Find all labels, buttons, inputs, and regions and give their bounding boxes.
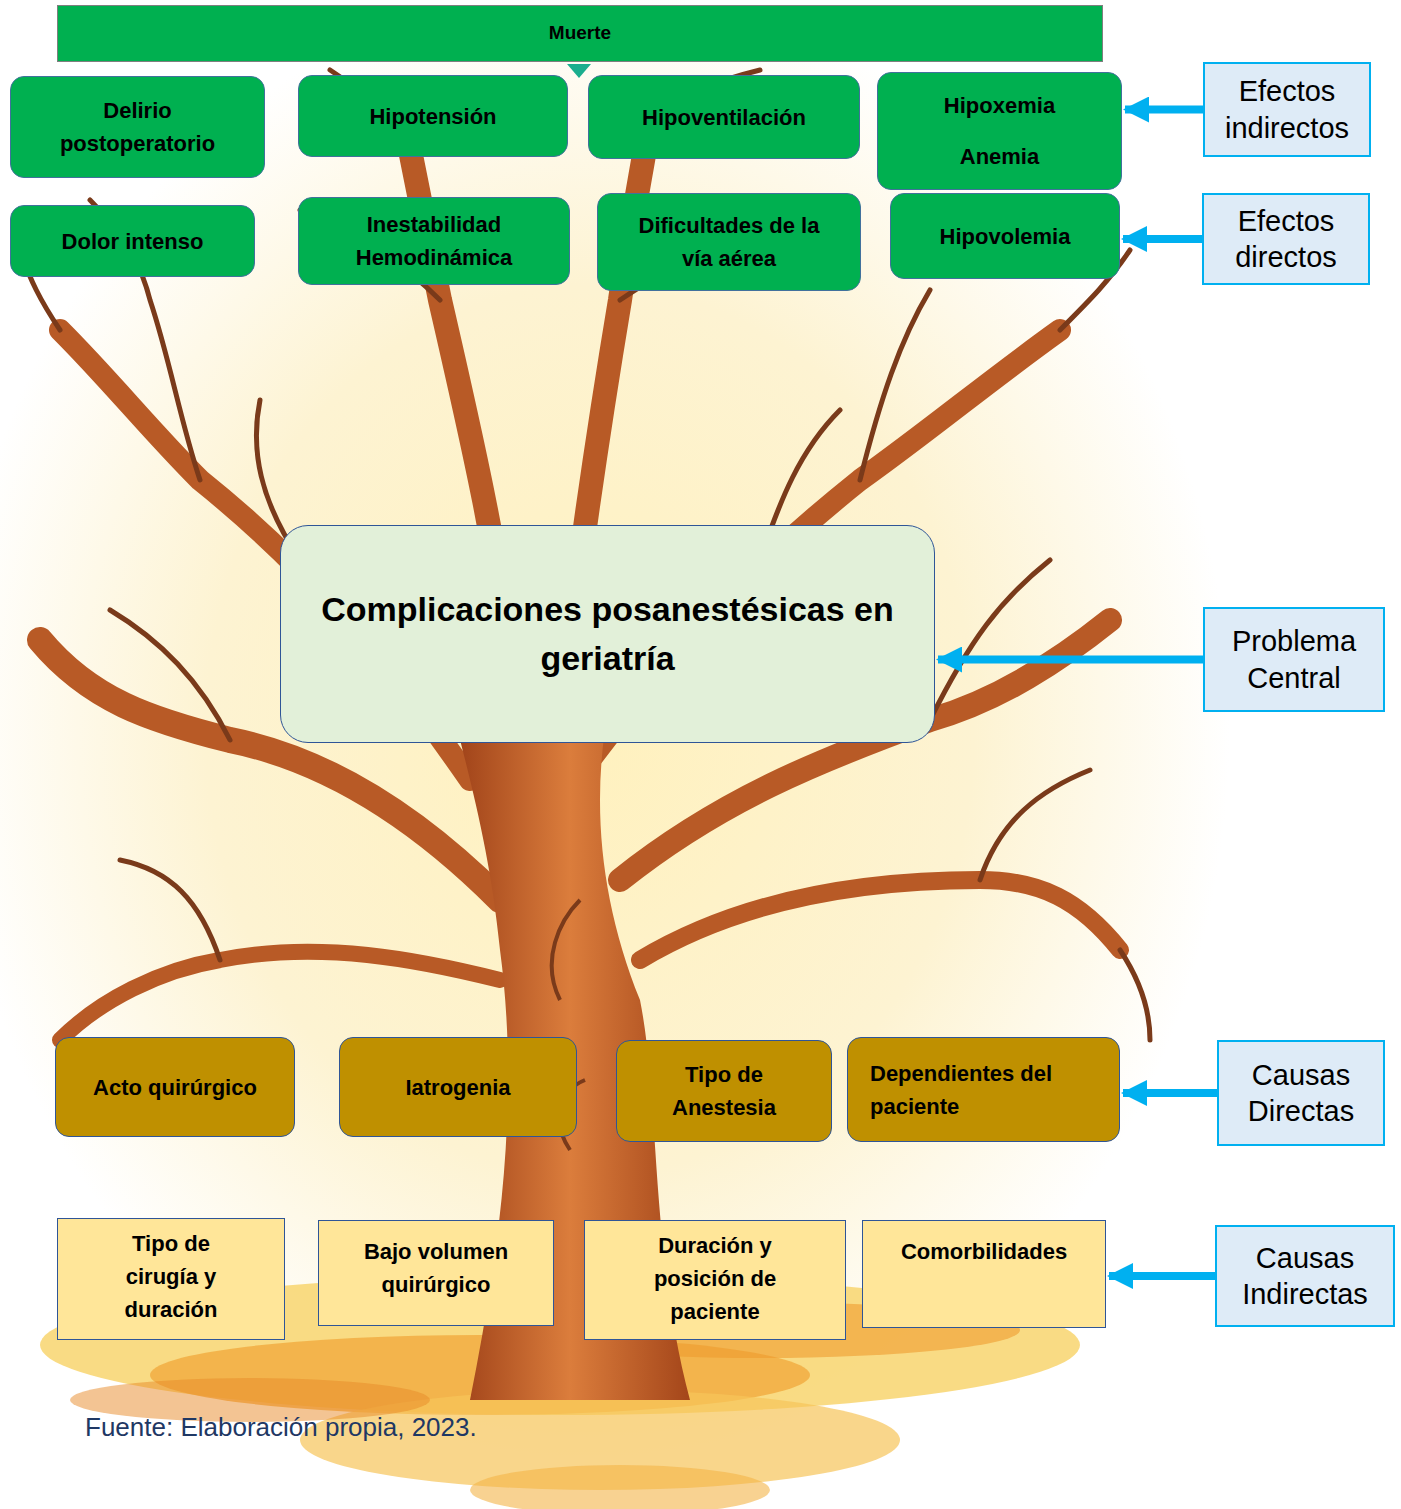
node-text: Hipoventilación bbox=[642, 101, 806, 134]
twig bbox=[860, 290, 930, 480]
node-text: Causas Directas bbox=[1225, 1057, 1377, 1130]
effect-box: Delirio postoperatorio bbox=[10, 76, 265, 178]
root-cause-box: Bajo volumen quirúrgico bbox=[318, 1220, 554, 1326]
twig bbox=[120, 860, 220, 960]
root-cause-box: Duración y posición de paciente bbox=[584, 1220, 846, 1340]
pointer-arrow bbox=[1123, 1089, 1217, 1097]
branch bbox=[60, 952, 500, 1040]
node-text: Hipovolemia bbox=[940, 220, 1071, 253]
node-text: Anemia bbox=[960, 140, 1039, 173]
cause-box: Dependientes del paciente bbox=[847, 1037, 1120, 1142]
pointer-triangle bbox=[567, 64, 591, 78]
level-label: Causas Directas bbox=[1217, 1040, 1385, 1146]
effect-box: Dolor intenso bbox=[10, 205, 255, 277]
outcome-band: Muerte bbox=[57, 5, 1103, 62]
twig bbox=[930, 560, 1050, 720]
node-text: Hipotensión bbox=[369, 100, 496, 133]
level-label: Efectos directos bbox=[1202, 193, 1370, 285]
node-text: Efectos indirectos bbox=[1211, 73, 1363, 146]
effect-box: Dificultades de la vía aérea bbox=[597, 193, 861, 291]
node-text: Tipo de cirugía y duración bbox=[96, 1227, 246, 1326]
pointer-arrow bbox=[1125, 106, 1203, 114]
effect-box: Inestabilidad Hemodinámica bbox=[298, 197, 570, 285]
effect-box: HipoxemiaAnemia bbox=[877, 72, 1122, 190]
node-text: Muerte bbox=[549, 22, 611, 45]
ground-patch bbox=[470, 1465, 770, 1509]
effect-box: Hipotensión bbox=[298, 75, 568, 157]
central-problem-box: Complicaciones posanestésicas en geriatr… bbox=[280, 525, 935, 743]
node-text: Tipo de Anestesia bbox=[631, 1058, 817, 1124]
cause-box: Iatrogenia bbox=[339, 1037, 577, 1137]
node-text: Dependientes del paciente bbox=[870, 1057, 1097, 1123]
node-text: Dolor intenso bbox=[62, 225, 204, 258]
pointer-arrow bbox=[938, 656, 1203, 664]
node-text: Comorbilidades bbox=[901, 1235, 1067, 1268]
node-text: Bajo volumen quirúrgico bbox=[335, 1235, 537, 1301]
background-glow bbox=[0, 0, 1230, 1470]
node-text: Delirio postoperatorio bbox=[23, 94, 252, 160]
node-text: Causas Indirectas bbox=[1223, 1240, 1387, 1313]
pointer-arrow bbox=[1109, 1272, 1215, 1280]
root-cause-box: Tipo de cirugía y duración bbox=[57, 1218, 285, 1340]
node-text: Inestabilidad Hemodinámica bbox=[313, 208, 555, 274]
cause-box: Acto quirúrgico bbox=[55, 1037, 295, 1137]
twig bbox=[1120, 950, 1150, 1040]
level-label: Problema Central bbox=[1203, 607, 1385, 712]
cause-box: Tipo de Anestesia bbox=[616, 1040, 832, 1142]
node-text: Acto quirúrgico bbox=[93, 1071, 257, 1104]
node-text: Efectos directos bbox=[1210, 203, 1362, 276]
root-cause-box: Comorbilidades bbox=[862, 1220, 1106, 1328]
node-text: Duración y posición de paciente bbox=[615, 1229, 815, 1328]
effect-box: Hipovolemia bbox=[890, 193, 1120, 279]
effect-box: Hipoventilación bbox=[588, 75, 860, 159]
branch bbox=[640, 880, 1120, 960]
node-text: Problema Central bbox=[1211, 623, 1377, 696]
level-label: Causas Indirectas bbox=[1215, 1225, 1395, 1327]
pointer-arrow bbox=[1123, 235, 1202, 243]
node-text: Hipoxemia bbox=[944, 89, 1055, 122]
node-text: Complicaciones posanestésicas en geriatr… bbox=[305, 585, 910, 684]
twig bbox=[980, 770, 1090, 880]
twig bbox=[110, 610, 230, 740]
node-text: Iatrogenia bbox=[405, 1071, 510, 1104]
node-text: Dificultades de la vía aérea bbox=[628, 209, 830, 275]
source-caption: Fuente: Elaboración propia, 2023. bbox=[85, 1412, 477, 1443]
level-label: Efectos indirectos bbox=[1203, 62, 1371, 157]
